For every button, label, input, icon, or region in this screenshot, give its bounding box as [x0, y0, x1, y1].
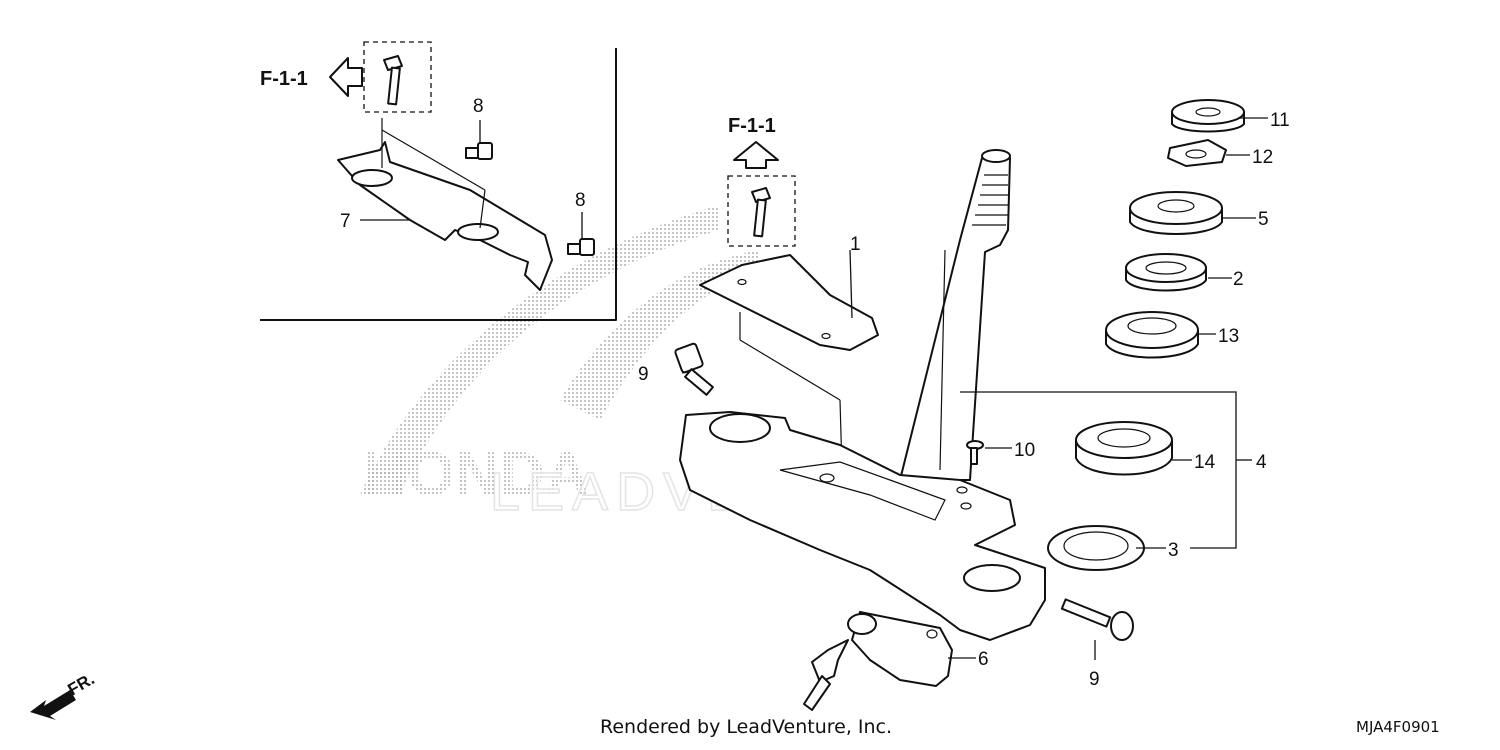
- callout-12: 12: [1252, 147, 1273, 168]
- callout-1: 1: [850, 234, 861, 255]
- callout-3: 3: [1168, 540, 1179, 561]
- dashed-bolt-box: [363, 41, 432, 113]
- front-direction-arrow: FR.: [30, 669, 98, 720]
- race-part-3: [1047, 525, 1145, 571]
- nut-part-5: [1129, 191, 1223, 235]
- bolt-part-8b: [567, 238, 595, 256]
- callout-8b: 8: [575, 190, 586, 211]
- callout-8a: 8: [473, 96, 484, 117]
- diagram-code: MJA4F0901: [1356, 718, 1440, 736]
- plate-part-1: [699, 254, 879, 471]
- callout-9a: 9: [638, 364, 649, 385]
- bolt-part-9a: [674, 342, 714, 396]
- callout-9b: 9: [1089, 669, 1100, 690]
- callout-6: 6: [978, 649, 989, 670]
- callout-2: 2: [1233, 269, 1244, 290]
- screw-part-10: [966, 440, 984, 465]
- bearing-part-14: [1075, 421, 1173, 476]
- callout-4: 4: [1256, 452, 1267, 473]
- svg-text:HONDA: HONDA: [362, 440, 589, 509]
- washer-part-12: [1167, 139, 1227, 167]
- honda-watermark: HONDA: [360, 205, 760, 509]
- ref-label: F-1-1: [260, 68, 308, 90]
- leader-lines: [360, 117, 1268, 660]
- dust-seal-part-2: [1125, 253, 1207, 292]
- bearing-part-13: [1105, 311, 1199, 359]
- inset-frame: [260, 48, 617, 321]
- callout-5: 5: [1258, 209, 1269, 230]
- lower-bracket: [679, 411, 1046, 641]
- ref-label: F-1-1: [728, 115, 776, 137]
- ref-arrow-up: F-1-1: [728, 115, 779, 169]
- callout-10: 10: [1014, 440, 1035, 461]
- steering-stem: [899, 149, 1011, 481]
- ignition-lock-part-6: [803, 611, 953, 711]
- callout-13: 13: [1218, 326, 1239, 347]
- callout-7: 7: [340, 211, 351, 232]
- bolt-part-8a: [465, 142, 493, 160]
- dashed-bolt-box: [727, 175, 796, 247]
- nut-part-11: [1171, 99, 1245, 133]
- bolt-center-top: [751, 187, 771, 238]
- bolt-part-9b: [1060, 598, 1134, 641]
- ref-arrow-left: F-1-1: [260, 57, 363, 97]
- callout-11: 11: [1270, 110, 1290, 131]
- bolt-inset-top: [383, 55, 403, 106]
- callout-14: 14: [1194, 452, 1216, 473]
- callout-labels: 1 2 3 4 5 6 7 8 8 9 9 10 11 12 13 14: [340, 96, 1290, 690]
- plate-part-7: [337, 118, 553, 291]
- footer-credit: Rendered by LeadVenture, Inc.: [600, 716, 893, 738]
